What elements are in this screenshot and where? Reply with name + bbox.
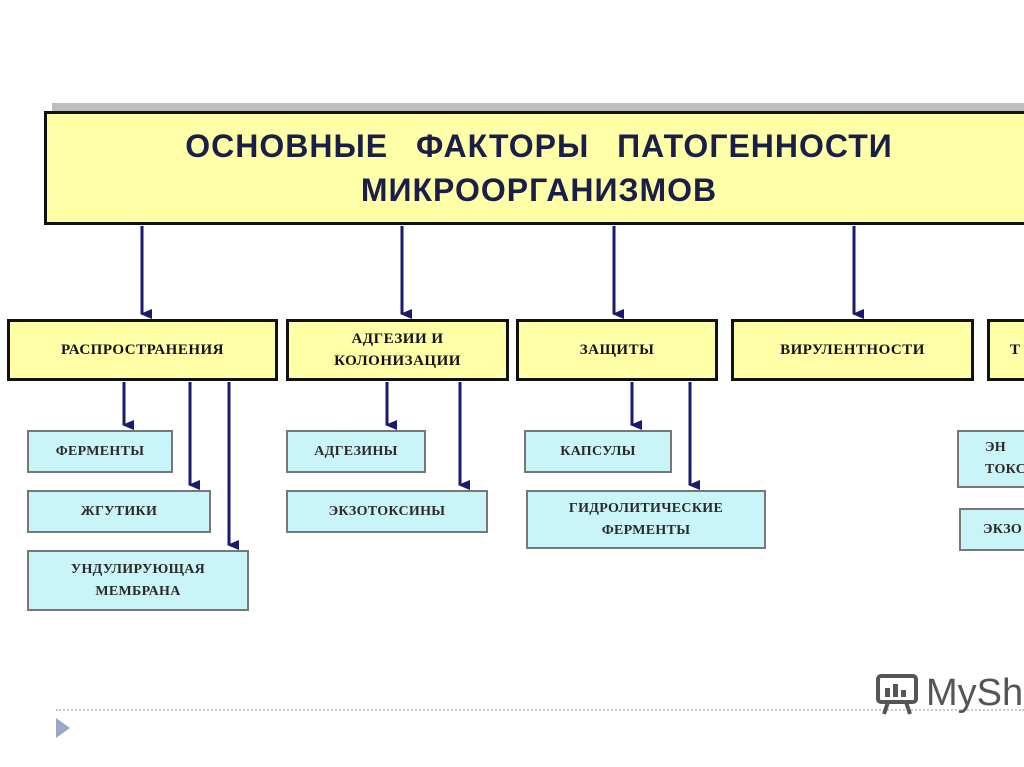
item-box-5-1: ЭН ТОКС xyxy=(957,430,1024,488)
title-shadow xyxy=(52,103,1024,113)
item-box-3-2: ГИДРОЛИТИЧЕСКИЕ ФЕРМЕНТЫ xyxy=(526,490,766,549)
play-icon[interactable] xyxy=(56,718,70,738)
item-label: ЭКЗОТОКСИНЫ xyxy=(328,503,446,519)
category-label-2: АДГЕЗИИ И КОЛОНИЗАЦИИ xyxy=(334,331,461,369)
item-box-2-1: АДГЕЗИНЫ xyxy=(286,430,426,473)
item-box-1-2: ЖГУТИКИ xyxy=(27,490,211,533)
item-label: ФЕРМЕНТЫ xyxy=(55,443,145,459)
category-box-5: Т xyxy=(987,319,1024,381)
item-box-5-2: ЭКЗО xyxy=(959,508,1024,551)
watermark-text: MySh xyxy=(926,671,1024,714)
category-label-5: Т xyxy=(1010,342,1021,358)
item-label: КАПСУЛЫ xyxy=(560,443,636,459)
item-box-3-1: КАПСУЛЫ xyxy=(524,430,672,473)
item-label: ЭКЗО xyxy=(983,521,1023,537)
item-label: АДГЕЗИНЫ xyxy=(314,443,398,459)
item-label: УНДУЛИРУЮЩАЯ МЕМБРАНА xyxy=(70,561,206,599)
category-box-1: РАСПРОСТРАНЕНИЯ xyxy=(7,319,278,381)
presentation-board-icon xyxy=(876,674,918,715)
title-line-2: МИКРООРГАНИЗМОВ xyxy=(360,172,718,208)
title-line-1: ОСНОВНЫЕ ФАКТОРЫ ПАТОГЕННОСТИ xyxy=(185,128,893,164)
category-label-1: РАСПРОСТРАНЕНИЯ xyxy=(60,342,224,358)
item-box-1-1: ФЕРМЕНТЫ xyxy=(27,430,173,473)
watermark: MySh xyxy=(874,668,1023,718)
item-label: ЭН ТОКС xyxy=(985,440,1024,477)
category-label-3: ЗАЩИТЫ xyxy=(579,342,655,358)
category-box-3: ЗАЩИТЫ xyxy=(516,319,718,381)
slide-footer-divider xyxy=(56,709,1024,711)
category-box-4: ВИРУЛЕНТНОСТИ xyxy=(731,319,974,381)
item-box-1-3: УНДУЛИРУЮЩАЯ МЕМБРАНА xyxy=(27,550,249,611)
category-box-2: АДГЕЗИИ И КОЛОНИЗАЦИИ xyxy=(286,319,509,381)
item-label: ГИДРОЛИТИЧЕСКИЕ ФЕРМЕНТЫ xyxy=(568,500,724,538)
item-box-2-2: ЭКЗОТОКСИНЫ xyxy=(286,490,488,533)
diagram-title: ОСНОВНЫЕ ФАКТОРЫ ПАТОГЕННОСТИ МИКРООРГАН… xyxy=(44,111,1024,225)
item-label: ЖГУТИКИ xyxy=(80,503,158,519)
category-label-4: ВИРУЛЕНТНОСТИ xyxy=(780,342,925,358)
